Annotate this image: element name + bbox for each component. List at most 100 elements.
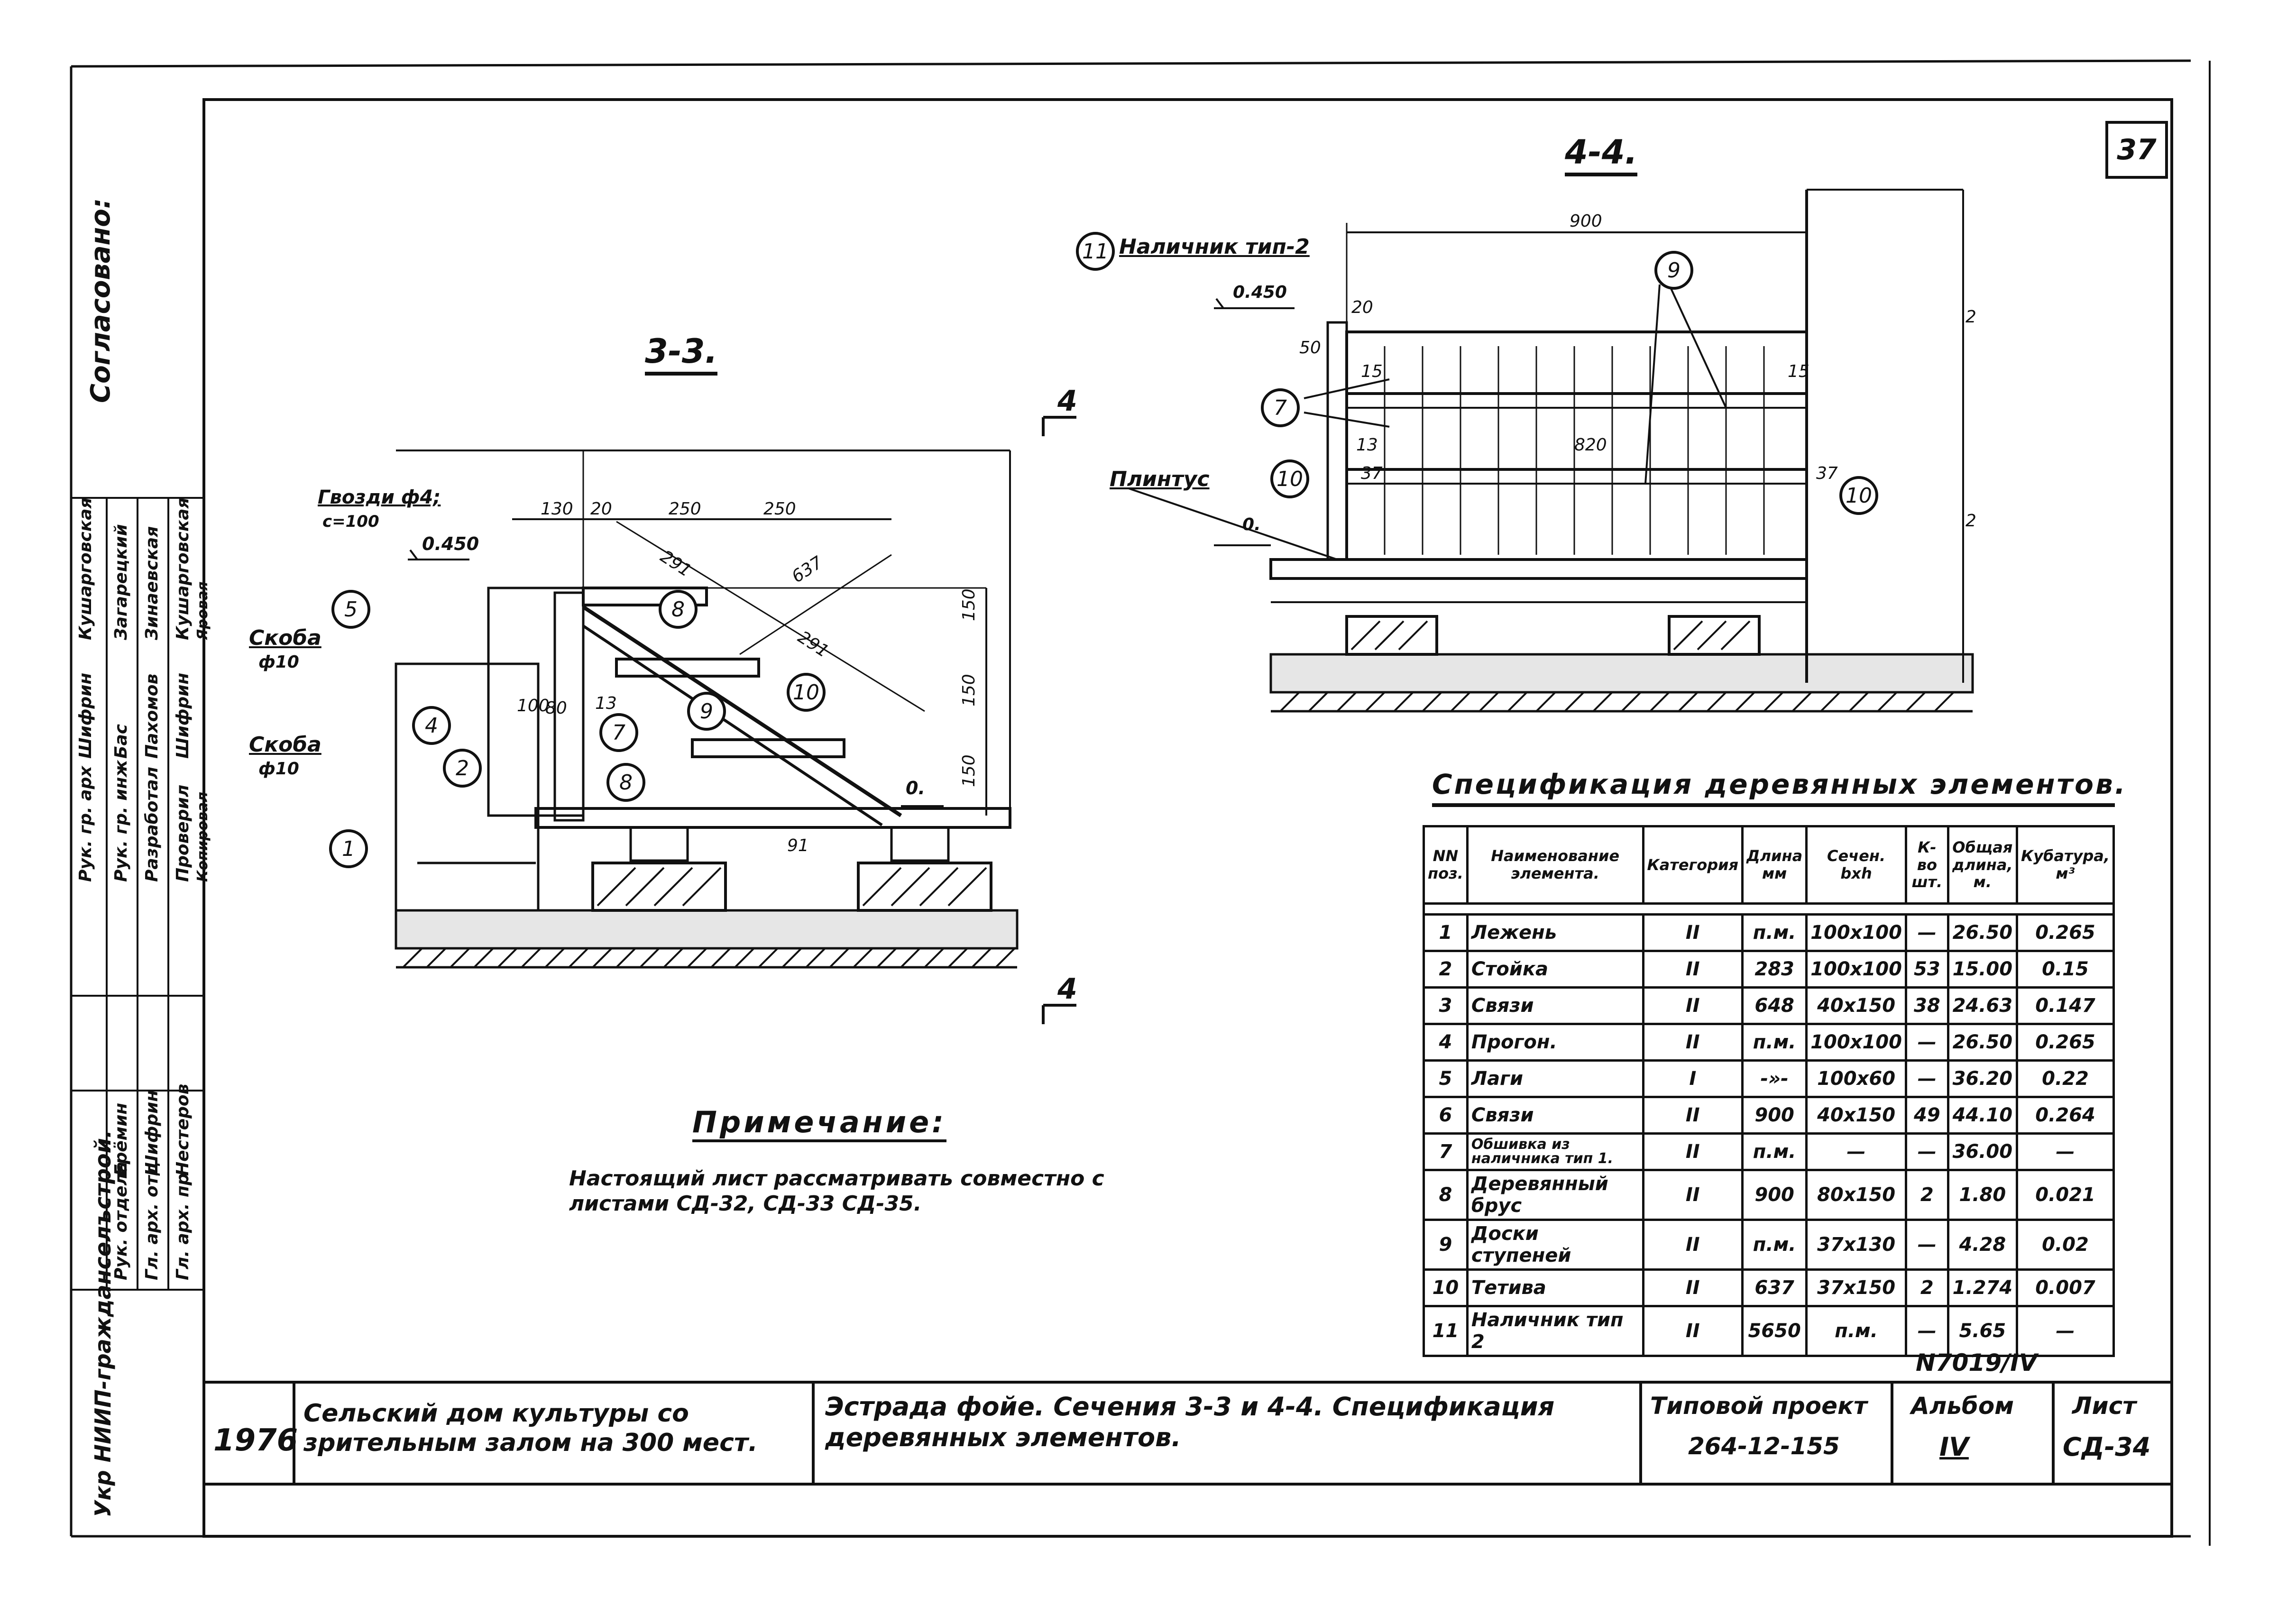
svg-text:8: 8 [671,597,685,622]
cell: — [1904,1023,1949,1062]
org-label: Укр НИИП-гражданселъстрой. [90,1129,116,1517]
cell: Деревянный брус [1466,1169,1644,1221]
spec-header: Категория [1642,825,1744,905]
stamp-name: Яровая [194,581,211,640]
title-sheet-label: Лист [2072,1392,2137,1420]
stamp-role: Рук. гр. инж [111,760,131,882]
cell: 5.65 [1947,1305,2018,1357]
svg-text:9: 9 [1667,258,1681,283]
title-block-grid [204,1381,2172,1486]
stamp-role: Рук. гр. арх [76,766,95,882]
cell: 11 [1423,1305,1469,1357]
cell: 0.007 [2015,1268,2115,1307]
cell: 53 [1904,950,1949,989]
cell: Обшивка из наличника тип 1. [1466,1132,1644,1171]
spec-header: NN поз. [1423,825,1469,905]
stamp-name: Кушарговская [76,497,95,640]
side-stamp-grid [71,497,204,1291]
cell: 37x150 [1805,1268,1907,1307]
cell: II [1642,1268,1744,1307]
cell: — [2015,1305,2115,1357]
cut-marker-top: 4 [1057,385,1077,418]
svg-text:8: 8 [619,771,633,795]
document-number: N7019/IV [1916,1349,2038,1376]
frame-top-edge [71,59,2191,68]
cell: 100x60 [1805,1059,1907,1098]
svg-text:820: 820 [1574,435,1607,455]
stamp-name: Зинаевская [142,526,162,640]
cell: Наличник тип 2 [1466,1305,1644,1357]
svg-text:637: 637 [789,553,827,587]
svg-text:37: 37 [1361,464,1383,483]
cell: II [1642,1096,1744,1135]
svg-text:10: 10 [1846,484,1872,508]
cell: — [2015,1132,2115,1171]
svg-text:2: 2 [1965,511,1976,531]
spec-table: NN поз. Наименование элемента. Категория… [1423,825,2115,1357]
cell: 100x100 [1805,913,1907,952]
title-year: 1976 [213,1423,298,1458]
cell: 2 [1423,950,1469,989]
level-label-4-4: 0.450 [1233,283,1287,302]
cell: 100x100 [1805,950,1907,989]
title-album-num: IV [1939,1432,1969,1462]
zero-level-3-3: 0. [906,778,925,798]
cut-marker-bottom: 4 [1057,973,1077,1006]
svg-text:4: 4 [425,714,438,738]
callout-numbers-4-4: 11 9 7 10 10 [1082,239,1872,508]
svg-text:2: 2 [1965,307,1976,327]
svg-text:15: 15 [1361,362,1383,381]
cell: 0.15 [2015,950,2115,989]
bracket-label-2: Скоба [249,733,321,757]
cell: 0.22 [2015,1059,2115,1098]
cell: 49 [1904,1096,1949,1135]
stamp-role: Гл. арх. отд [142,1162,162,1280]
cell: 7 [1423,1132,1469,1171]
dims-4-4: 900 820 13 37 37 15 15 50 20 2 2 [1299,211,1976,531]
cell: II [1642,913,1744,952]
svg-text:130: 130 [541,499,573,519]
cell: — [1805,1132,1907,1171]
cell: I [1642,1059,1744,1098]
cell: 9 [1423,1219,1469,1271]
cell: 38 [1904,986,1949,1025]
cell: п.м. [1741,1132,1808,1171]
svg-text:13: 13 [1356,435,1378,455]
cell: п.м. [1741,1219,1808,1271]
cell: п.м. [1741,1023,1808,1062]
cell: 0.02 [2015,1219,2115,1271]
spec-header: Сечен. bxh [1805,825,1907,905]
cell: 0.265 [2015,1023,2115,1062]
callout-numbers-3-3: 1 2 4 5 7 8 8 9 10 [342,597,819,861]
cell: — [1904,913,1949,952]
cell: Связи [1466,1096,1644,1135]
cell: Прогон. [1466,1023,1644,1062]
cell: 44.10 [1947,1096,2018,1135]
svg-text:150: 150 [959,674,979,706]
cell: 2 [1904,1268,1949,1307]
spec-header: Кубатура, м³ [2015,825,2115,905]
cell: п.м. [1805,1305,1907,1357]
cell: 3 [1423,986,1469,1025]
cell: 648 [1741,986,1808,1025]
cell: 37x130 [1805,1219,1907,1271]
stamp-role: Гл. арх. пр [173,1173,193,1280]
cell: II [1642,1305,1744,1357]
cell: Тетива [1466,1268,1644,1307]
cell: Лежень [1466,913,1644,952]
spec-header-row: NN поз. Наименование элемента. Категория… [1423,825,2115,905]
cell: 5650 [1741,1305,1808,1357]
svg-text:150: 150 [959,588,979,621]
cell: 26.50 [1947,1023,2018,1062]
svg-text:50: 50 [1299,338,1321,358]
cell: 1.274 [1947,1268,2018,1307]
bracket-diam-1: ф10 [258,652,299,672]
title-project-name: Сельский дом культуры со зрительным зало… [303,1399,758,1458]
